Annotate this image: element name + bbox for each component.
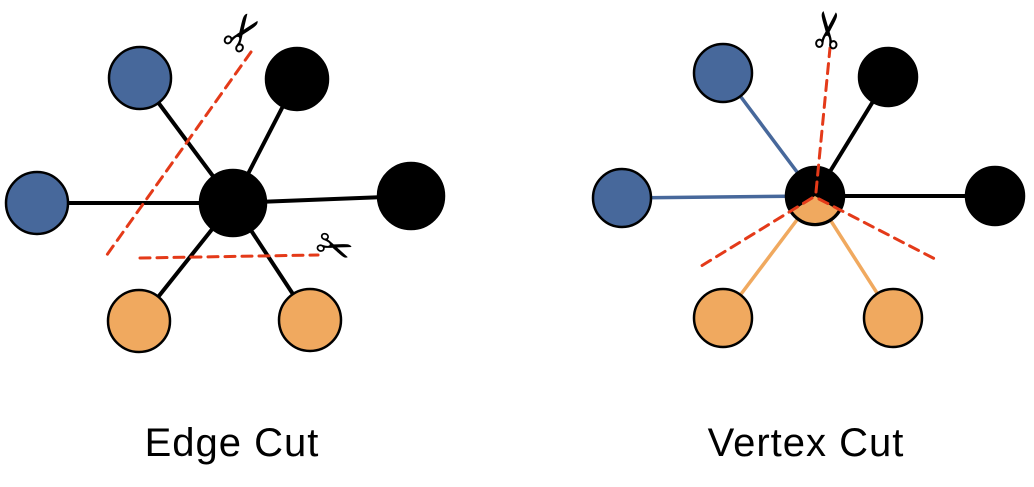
graph-node-top-right (264, 46, 330, 112)
graph-node-left (4, 170, 70, 236)
panel-label-vertex-cut: Vertex Cut (707, 421, 905, 465)
graph-node-bottom-right (862, 287, 924, 349)
graph-node-left (591, 167, 653, 229)
scissors-icon: ✂ (308, 218, 360, 279)
graph-node-top-right (857, 46, 919, 108)
graph-node-top-left (107, 45, 173, 111)
cut-line (696, 196, 814, 270)
graph-edge (621, 194, 816, 200)
graph-node-right (376, 161, 446, 231)
graph-node-bottom-left (106, 288, 172, 354)
cut-line (138, 253, 320, 260)
cut-line (102, 50, 253, 261)
graph-node-bottom-left (692, 287, 754, 349)
graph-node-bottom-right (277, 287, 343, 353)
graph-node-center (198, 168, 268, 238)
graph-node-right (964, 165, 1026, 227)
vertex-split-wedge (792, 196, 838, 223)
cut-line (817, 197, 937, 261)
scissors-icon: ✂ (798, 6, 860, 54)
scissors-icon: ✂ (207, 0, 279, 67)
cut-line (814, 46, 832, 194)
graph-node-top-left (692, 42, 754, 104)
panel-label-edge-cut: Edge Cut (144, 421, 320, 465)
